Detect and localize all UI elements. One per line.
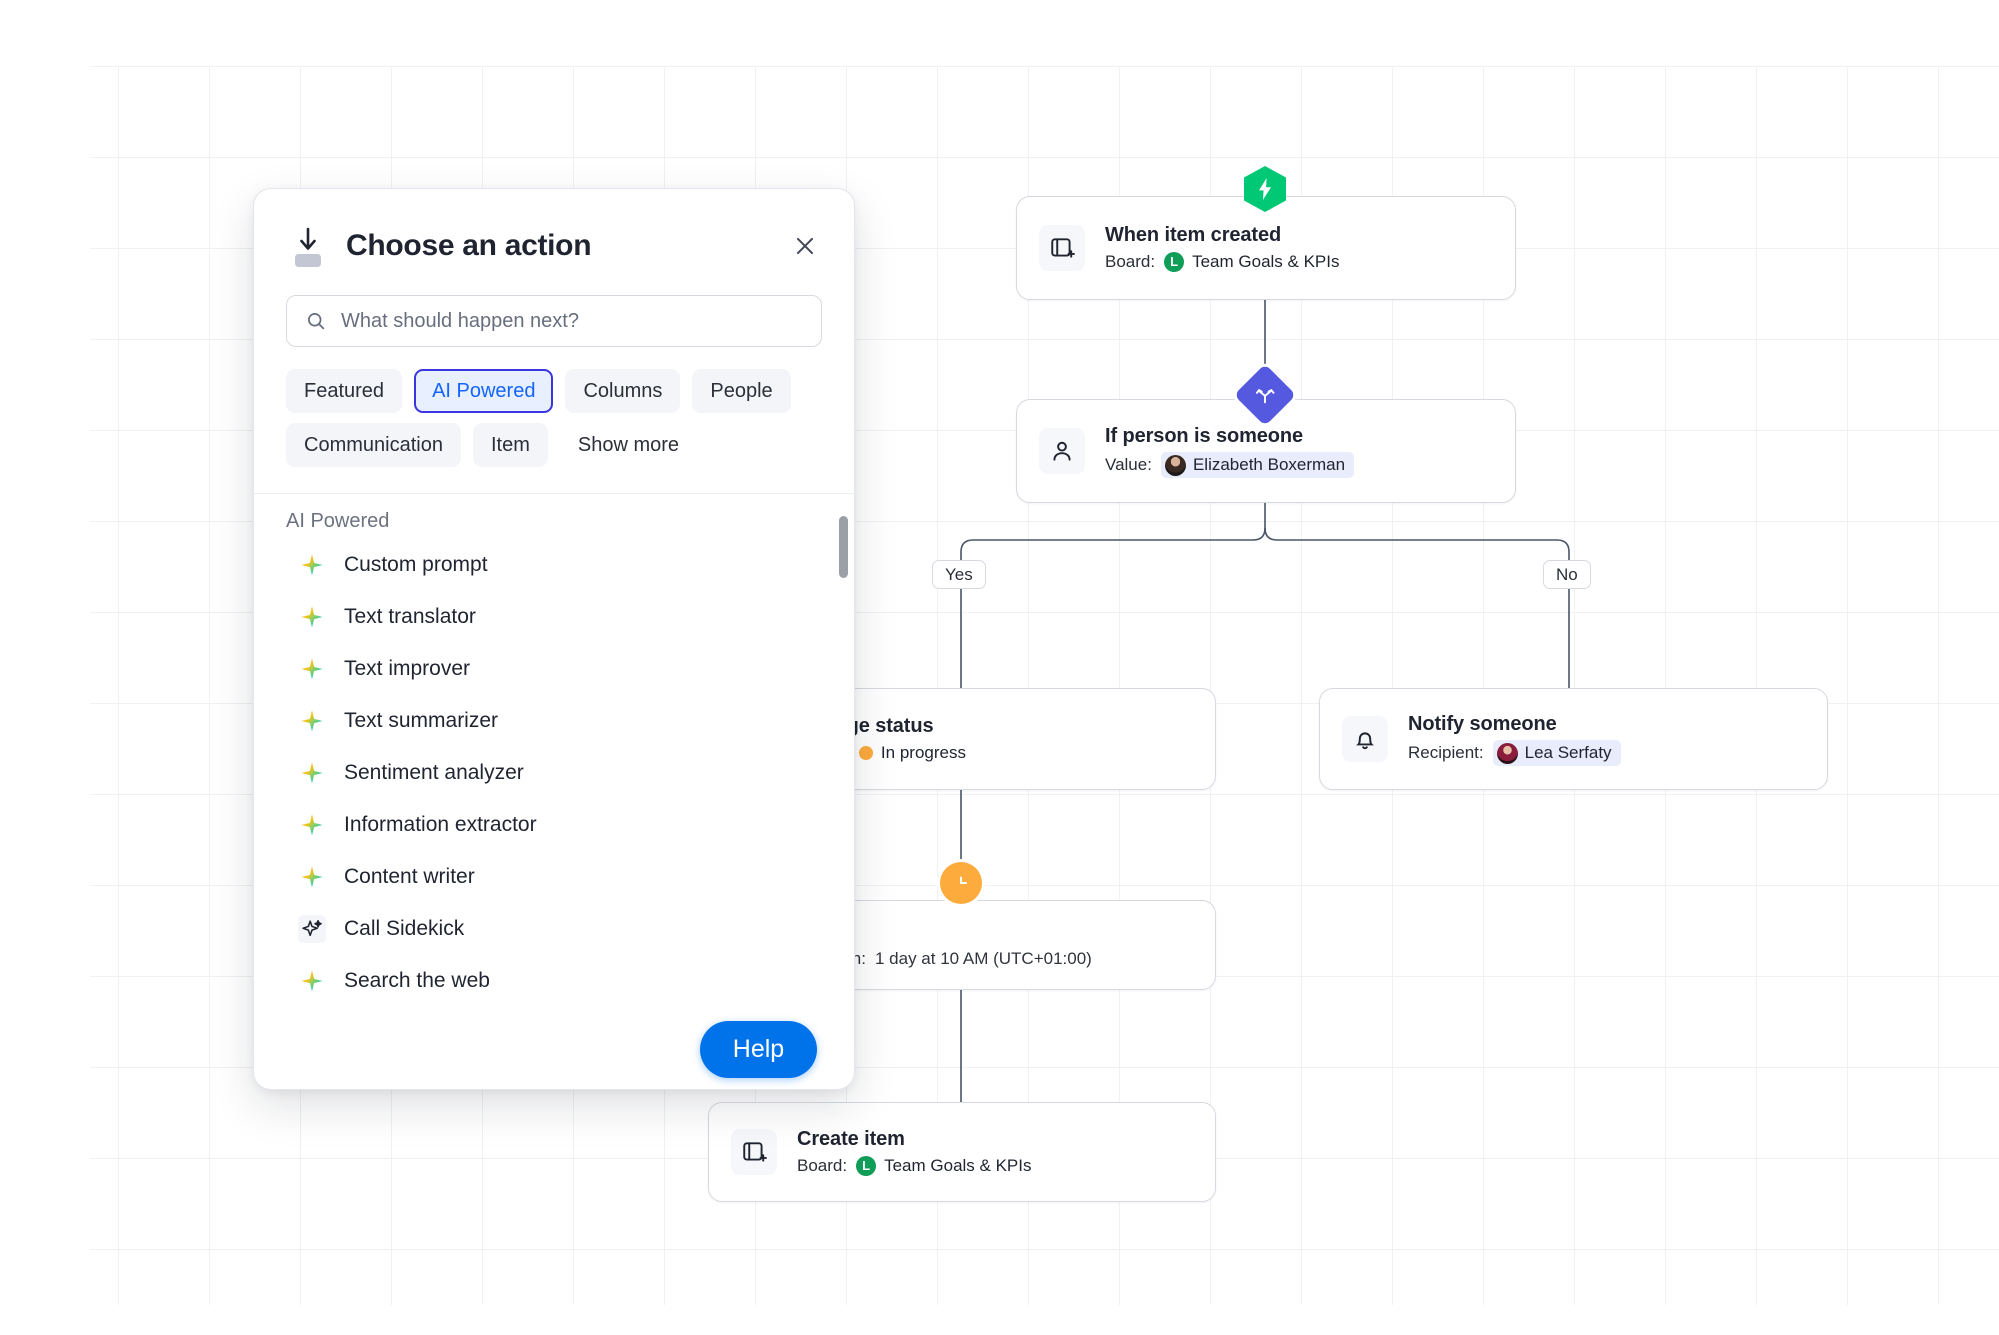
search-icon — [307, 312, 325, 330]
divider — [254, 493, 854, 494]
choose-action-panel[interactable]: Choose an action What should happen next… — [253, 188, 855, 1090]
list-item-label: Text improver — [344, 657, 471, 680]
status-value: In progress — [880, 742, 966, 762]
list-item-custom-prompt[interactable]: Custom prompt — [254, 539, 854, 591]
branch-icon — [1255, 389, 1275, 404]
branch-diamond-badge — [1233, 363, 1297, 427]
list-item-label: Text translator — [344, 605, 476, 628]
insert-action-icon — [286, 223, 330, 269]
board-avatar: L — [1164, 252, 1185, 272]
clock-circle-badge — [940, 862, 982, 904]
list-item-label: Sentiment analyzer — [344, 761, 524, 784]
filter-chip-item[interactable]: Item — [472, 423, 548, 467]
node-subtitle: Board: L Team Goals & KPIs — [1105, 251, 1339, 274]
filter-chip-people[interactable]: People — [692, 369, 791, 413]
board-name: Team Goals & KPIs — [884, 1155, 1032, 1175]
clock-icon — [959, 876, 968, 885]
list-item-label: Custom prompt — [344, 553, 488, 576]
list-item-search-the-web[interactable]: Search the web — [254, 955, 854, 1007]
flow-node-when-item-created[interactable]: When item created Board: L Team Goals & … — [1016, 196, 1516, 300]
action-list[interactable]: AI Powered Custom prompt Text translator — [254, 494, 854, 1089]
sparkle-color-icon — [298, 967, 326, 995]
person-chip[interactable]: Elizabeth Boxerman — [1160, 451, 1355, 479]
avatar — [1164, 454, 1186, 476]
node-subtitle: Value: Elizabeth Boxerman — [1105, 451, 1355, 479]
node-title: Create item — [797, 1127, 905, 1150]
list-item-text-improver[interactable]: Text improver — [254, 643, 854, 695]
list-item-label: Content writer — [344, 865, 475, 888]
board-name: Team Goals & KPIs — [1192, 251, 1340, 271]
sparkle-color-icon — [298, 759, 326, 787]
branch-label-no[interactable]: No — [1543, 560, 1591, 589]
person-chip[interactable]: Lea Serfaty — [1492, 739, 1621, 767]
page-title: Choose an action — [346, 229, 592, 262]
sparkle-color-icon — [298, 863, 326, 891]
list-item-label: Call Sidekick — [344, 917, 465, 940]
list-item-label: Text summarizer — [344, 709, 499, 732]
list-item-text-translator[interactable]: Text translator — [254, 591, 854, 643]
list-item-call-sidekick[interactable]: Call Sidekick — [254, 903, 854, 955]
list-item-sentiment-analyzer[interactable]: Sentiment analyzer — [254, 747, 854, 799]
filter-chip-show-more[interactable]: Show more — [577, 434, 680, 456]
filter-chip-featured[interactable]: Featured — [286, 369, 403, 413]
flow-node-if-person-is-someone[interactable]: If person is someone Value: Elizabeth Bo… — [1016, 399, 1516, 503]
filter-chip-columns[interactable]: Columns — [565, 369, 681, 413]
node-sub-key: Value: — [1105, 454, 1152, 474]
sparkle-color-icon — [298, 551, 326, 579]
sparkle-color-icon — [298, 655, 326, 683]
status-dot — [858, 746, 873, 760]
flow-node-notify-someone[interactable]: Notify someone Recipient: Lea Serfaty — [1319, 688, 1828, 790]
node-sub-key: Board: — [1105, 251, 1156, 271]
node-sub-key: Board: — [797, 1155, 848, 1175]
close-icon[interactable] — [788, 229, 822, 263]
filter-chip-row: Featured AI Powered Columns People Commu… — [254, 347, 854, 467]
search-section: What should happen next? — [254, 269, 854, 347]
flow-node-create-item[interactable]: Create item Board: L Team Goals & KPIs — [708, 1102, 1216, 1202]
node-title: When item created — [1105, 223, 1282, 246]
duration-value: 1 day at 10 AM (UTC+01:00) — [874, 948, 1092, 968]
avatar — [1496, 742, 1518, 764]
status-chip: In progress — [858, 742, 966, 765]
board-chip: L Team Goals & KPIs — [856, 1155, 1031, 1178]
sparkle-color-icon — [298, 603, 326, 631]
scrollbar-thumb[interactable] — [839, 516, 848, 578]
node-title: If person is someone — [1105, 424, 1304, 447]
panel-header: Choose an action — [254, 189, 854, 269]
node-subtitle: Recipient: Lea Serfaty — [1408, 739, 1621, 767]
item-create-icon — [731, 1129, 777, 1175]
group-label-ai-powered: AI Powered — [286, 510, 390, 532]
list-item-content-writer[interactable]: Content writer — [254, 851, 854, 903]
list-item-label: Information extractor — [344, 813, 537, 836]
node-title: Notify someone — [1408, 712, 1557, 735]
item-create-icon — [1039, 225, 1085, 271]
lightning-hex-badge — [1244, 166, 1286, 212]
node-subtitle: Board: L Team Goals & KPIs — [797, 1155, 1031, 1178]
sparkle-color-icon — [298, 707, 326, 735]
lightning-icon — [1259, 178, 1271, 200]
board-avatar: L — [856, 1156, 877, 1176]
node-sub-key: Recipient: — [1408, 742, 1484, 762]
person-icon — [1039, 428, 1085, 474]
search-placeholder: What should happen next? — [341, 309, 579, 332]
list-item-label: Search the web — [344, 969, 490, 992]
list-item-text-summarizer[interactable]: Text summarizer — [254, 695, 854, 747]
sidekick-sparkle-icon — [298, 915, 326, 943]
search-input[interactable]: What should happen next? — [286, 295, 822, 347]
filter-chip-communication[interactable]: Communication — [286, 423, 461, 467]
board-chip: L Team Goals & KPIs — [1164, 251, 1339, 274]
sparkle-color-icon — [298, 811, 326, 839]
list-item-information-extractor[interactable]: Information extractor — [254, 799, 854, 851]
branch-label-yes[interactable]: Yes — [932, 560, 986, 589]
filter-chip-ai-powered[interactable]: AI Powered — [414, 369, 554, 413]
person-name: Lea Serfaty — [1524, 742, 1612, 762]
person-name: Elizabeth Boxerman — [1192, 454, 1346, 474]
bell-icon — [1342, 716, 1388, 762]
help-button[interactable]: Help — [700, 1021, 817, 1078]
